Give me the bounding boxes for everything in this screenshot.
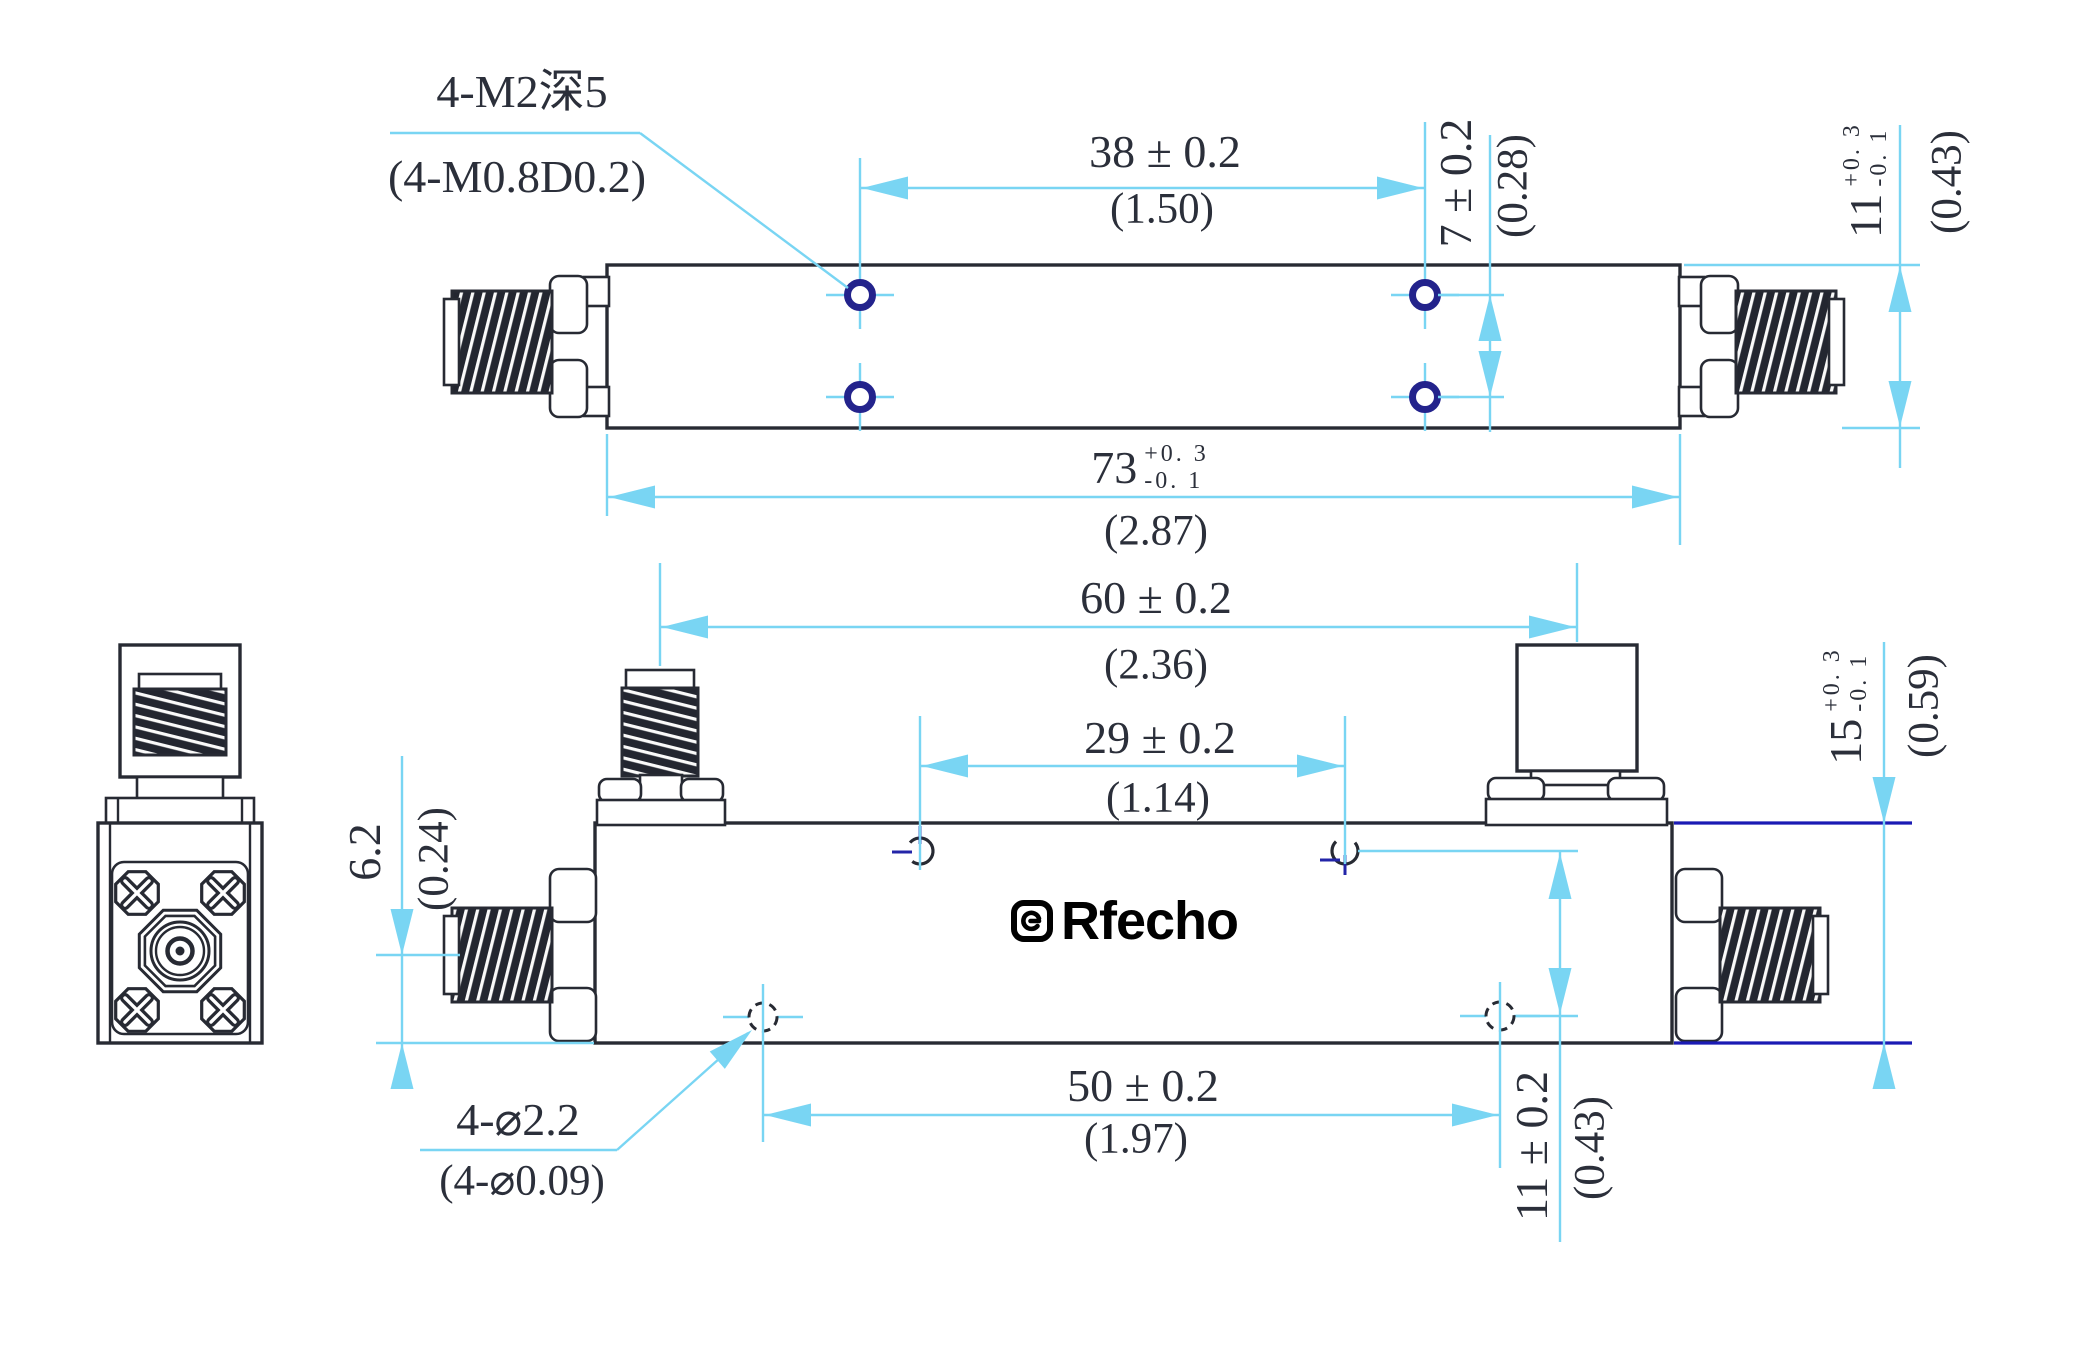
dim-11-bottom (1358, 849, 1578, 1242)
sma-connector-front-topleft-icon (595, 668, 727, 827)
dim-6-2 (376, 756, 594, 1089)
dim-29 (918, 716, 1347, 870)
dim-50-label: 50 ± 0.2 (1067, 1060, 1219, 1111)
hole-callout-line1: 4-⌀2.2 (456, 1094, 580, 1145)
top-view (390, 122, 1920, 545)
dim-7-inch: (0.28) (1489, 134, 1537, 238)
hole-callout-leader (420, 1030, 752, 1152)
dim-38 (858, 122, 1427, 262)
connector-front-topright-icon (1484, 643, 1669, 827)
dim-11-top (1684, 125, 1920, 468)
dim-6-2-label: 6.2 (339, 823, 390, 881)
dim-38-label: 38 ± 0.2 (1089, 126, 1241, 177)
end-face (96, 821, 264, 1045)
dim-50 (761, 982, 1502, 1168)
sma-connector-top-left-icon (442, 274, 611, 419)
front-view (376, 563, 1912, 1242)
dim-73-tolerance: +0. 3 -0. 1 (1144, 441, 1209, 494)
dim-38-inch: (1.50) (1110, 185, 1214, 233)
tapped-holes (826, 261, 1459, 431)
dim-29-label: 29 ± 0.2 (1084, 712, 1236, 763)
dim-6-2-inch: (0.24) (410, 807, 458, 911)
dim-15-label: 15 +0. 3 -0. 1 (1819, 647, 1872, 765)
dim-11-top-label: 11 +0. 3 -0. 1 (1839, 122, 1892, 238)
screw-callout-line2: (4-M0.8D0.2) (387, 151, 647, 202)
dim-15 (1674, 642, 1912, 1089)
sma-port-face-icon (139, 910, 220, 991)
dim-11-bottom-label: 11 ± 0.2 (1506, 1070, 1557, 1222)
dim-29-inch: (1.14) (1106, 774, 1210, 822)
rfecho-logo-icon (1011, 900, 1053, 942)
sma-connector-side-top-icon (104, 643, 256, 825)
dim-60 (658, 563, 1579, 666)
dim-15-inch: (0.59) (1900, 654, 1948, 758)
sma-connector-front-left-icon (442, 867, 598, 1043)
rfecho-logo: Rfecho (1010, 890, 1239, 952)
side-view (96, 643, 264, 1045)
hole-callout-line2: (4-⌀0.09) (439, 1157, 605, 1205)
sma-connector-top-right-icon (1677, 274, 1846, 419)
dim-11-top-tolerance: +0. 3 -0. 1 (1839, 122, 1892, 187)
dim-73-inch: (2.87) (1104, 507, 1208, 555)
dim-7 (1438, 135, 1504, 432)
dim-60-label: 60 ± 0.2 (1080, 572, 1232, 623)
dim-73 (605, 434, 1682, 545)
dim-60-inch: (2.36) (1104, 641, 1208, 689)
sma-connector-front-right-icon (1674, 867, 1830, 1043)
rfecho-logo-text: Rfecho (1061, 891, 1239, 951)
dim-15-tolerance: +0. 3 -0. 1 (1819, 647, 1872, 712)
screw-callout-line1: 4-M2深5 (436, 66, 608, 117)
dim-50-inch: (1.97) (1084, 1115, 1188, 1163)
dim-11-bottom-inch: (0.43) (1566, 1096, 1614, 1200)
dim-7-label: 7 ± 0.2 (1430, 118, 1481, 248)
dim-73-label: 73 +0. 3 -0. 1 (1091, 441, 1209, 494)
dim-11-top-inch: (0.43) (1923, 130, 1971, 234)
screw-callout-leader (390, 131, 849, 289)
